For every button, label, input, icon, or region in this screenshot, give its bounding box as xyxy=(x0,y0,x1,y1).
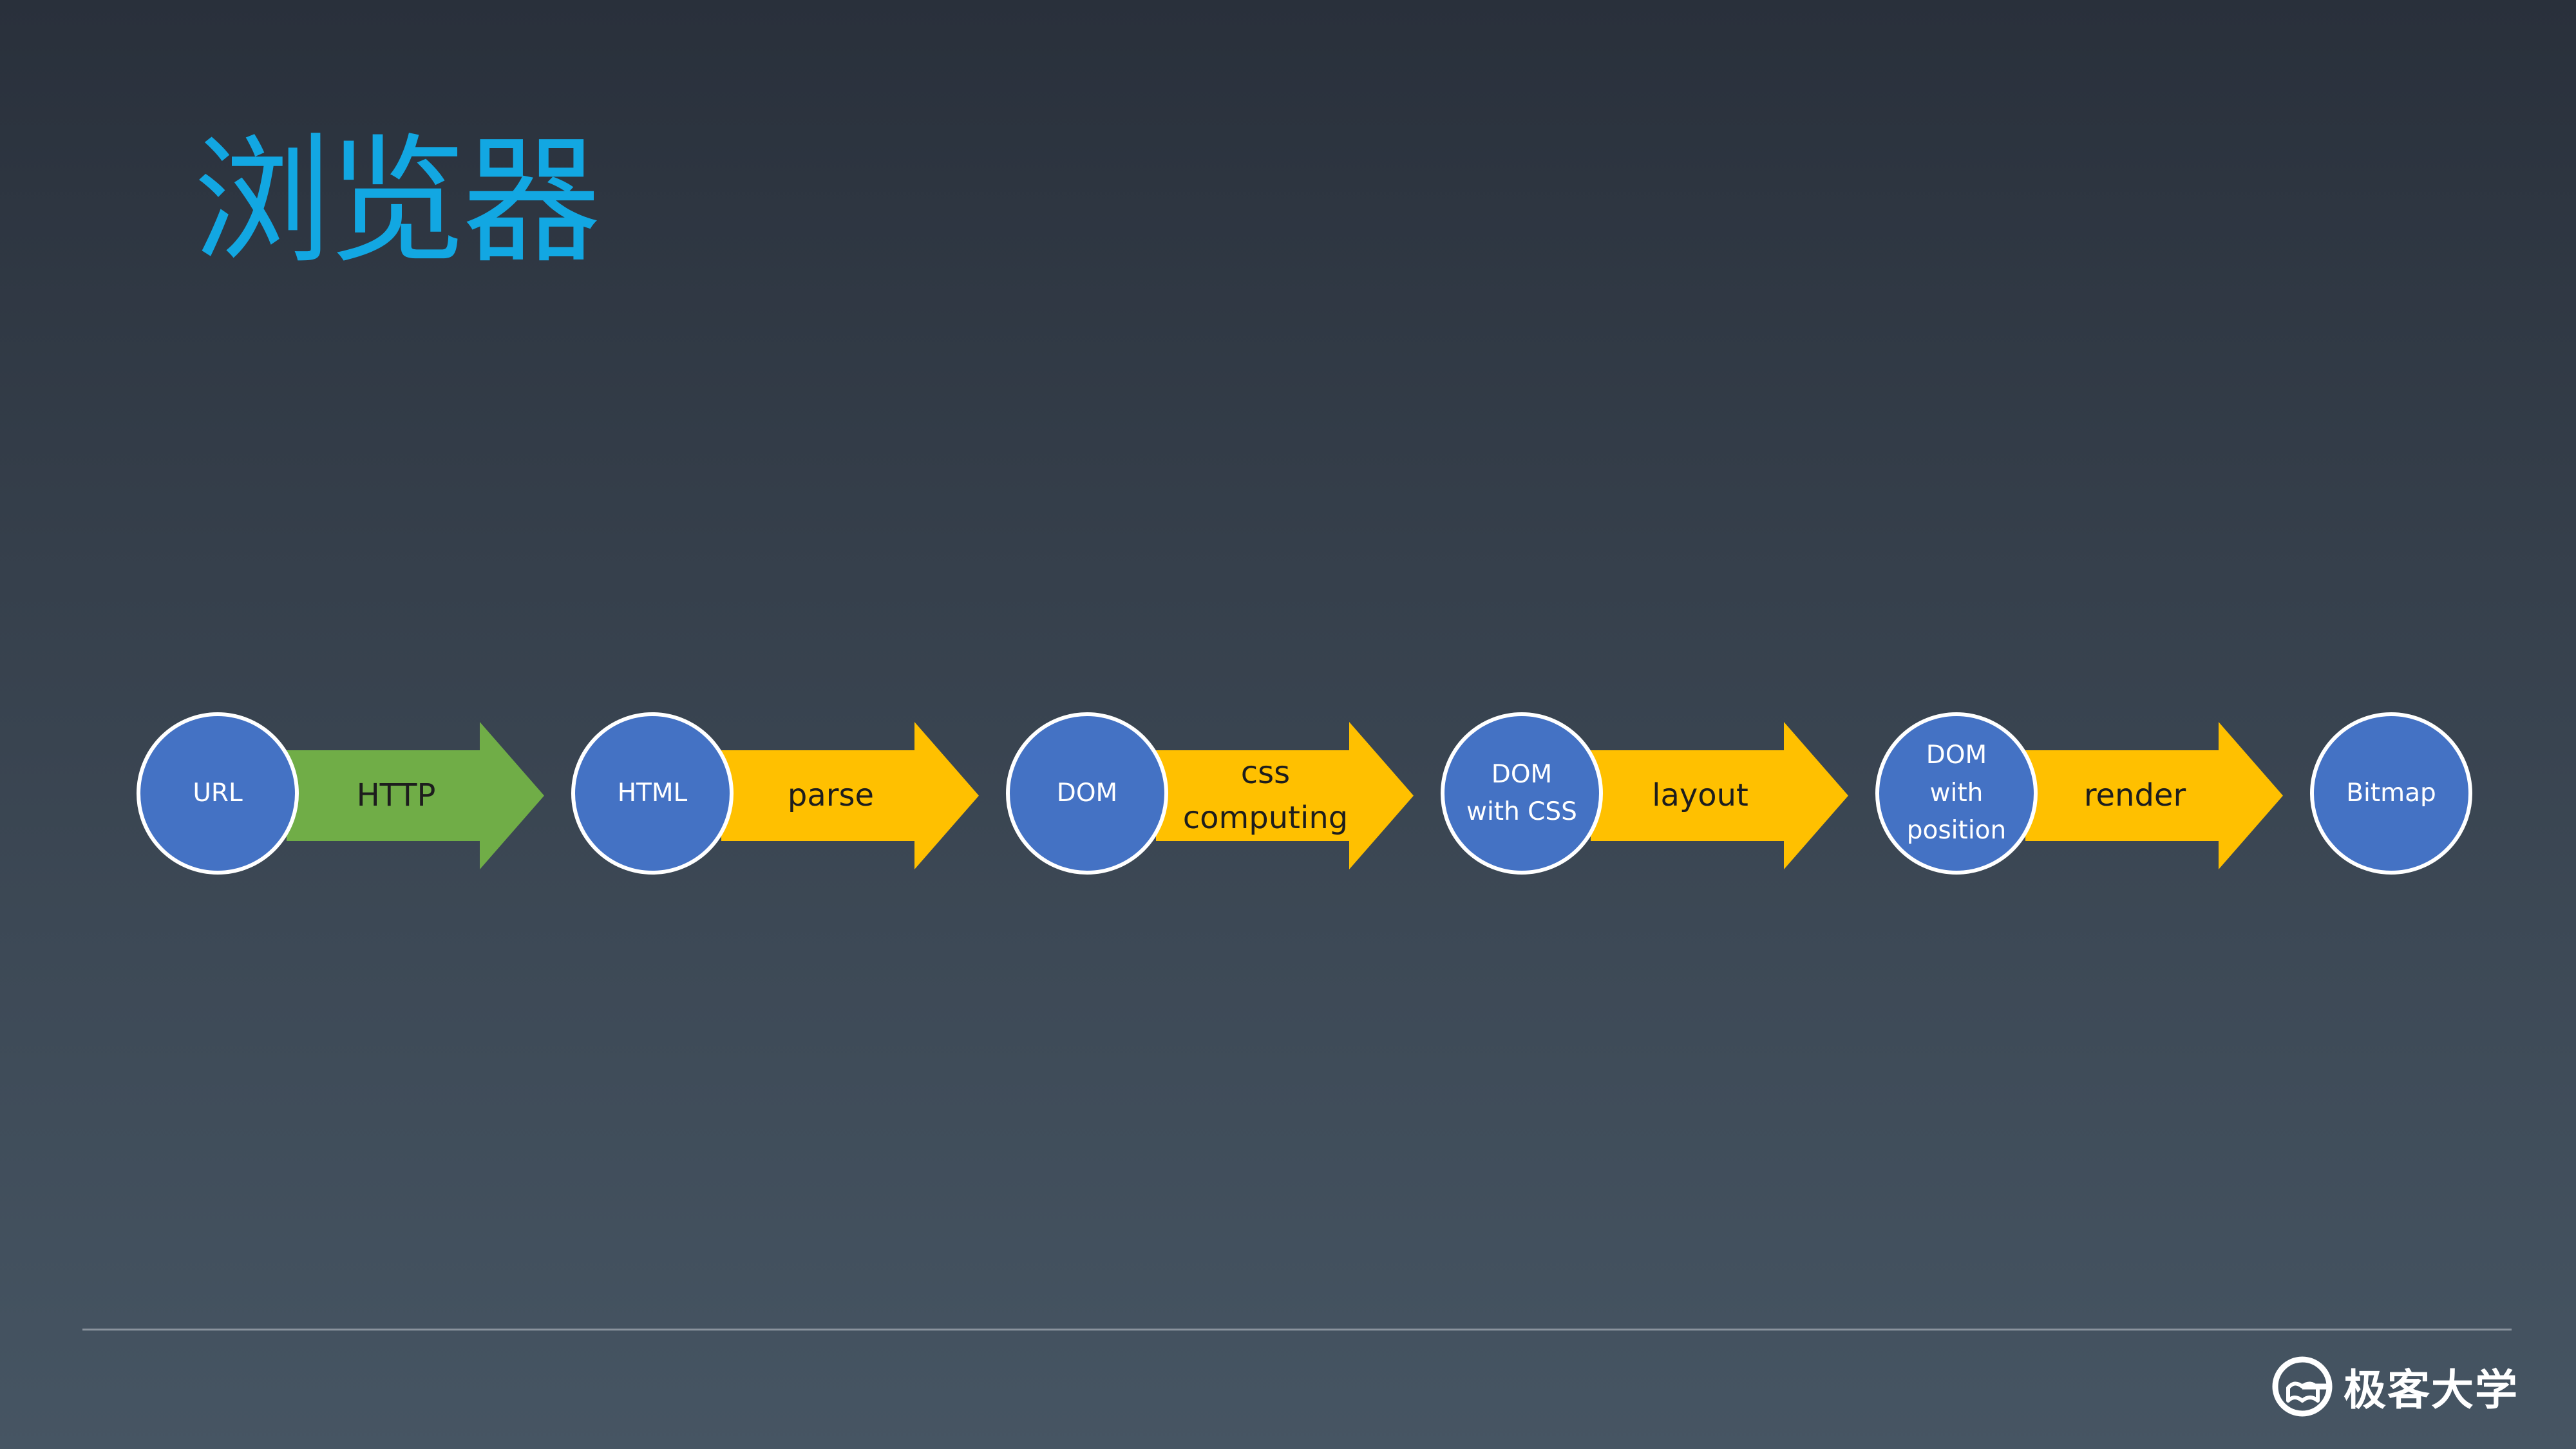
geek-university-logo-icon xyxy=(2272,1356,2333,1417)
node-dom: DOM xyxy=(1006,712,1168,875)
node-html: HTML xyxy=(571,712,734,875)
node-url: URL xyxy=(137,712,299,875)
arrow-layout-shape xyxy=(1591,722,1848,869)
arrow-render: render xyxy=(2025,722,2283,869)
node-url-label: URL xyxy=(193,778,243,808)
arrow-layout: layout xyxy=(1591,722,1848,869)
node-bitmap: Bitmap xyxy=(2310,712,2472,875)
arrow-parse-label: parse xyxy=(787,777,875,813)
footer-divider xyxy=(82,1329,2512,1331)
arrow-layout-label: layout xyxy=(1652,777,1748,813)
node-dom-with-css-label: DOM with CSS xyxy=(1466,759,1577,827)
footer-logo: 极客大学 xyxy=(2270,1351,2519,1422)
arrow-parse: parse xyxy=(721,722,979,869)
node-bitmap-label: Bitmap xyxy=(2346,778,2436,808)
arrow-css-computing-label: css computing xyxy=(1182,754,1349,836)
arrow-render-label: render xyxy=(2083,777,2186,813)
arrow-http-label: HTTP xyxy=(356,777,436,813)
slide-title: 浏览器 xyxy=(193,120,601,282)
arrow-css-computing-shape xyxy=(1156,722,1414,869)
brand-name: 极客大学 xyxy=(2344,1365,2519,1415)
node-dom-with-css: DOM with CSS xyxy=(1441,712,1603,875)
arrow-parse-shape xyxy=(721,722,979,869)
node-html-label: HTML xyxy=(617,778,688,808)
arrow-css-computing: css computing xyxy=(1156,722,1414,869)
node-dom-label: DOM xyxy=(1056,778,1118,808)
arrow-http-shape xyxy=(287,722,544,869)
node-dom-with-position: DOM with position xyxy=(1875,712,2038,875)
arrow-render-shape xyxy=(2025,722,2283,869)
node-dom-with-position-label: DOM with position xyxy=(1906,741,2007,846)
arrow-http: HTTP xyxy=(287,722,544,869)
